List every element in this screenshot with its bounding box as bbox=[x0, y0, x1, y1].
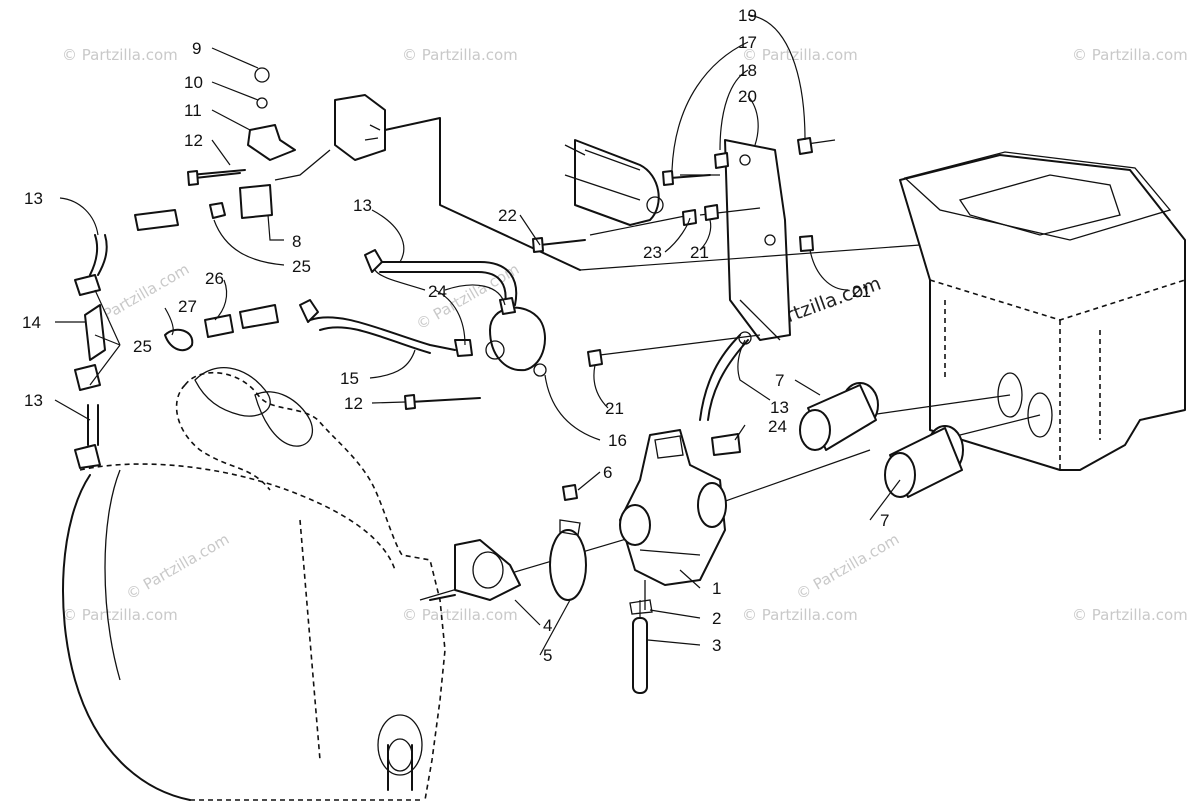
callout-leaders bbox=[54, 14, 901, 656]
watermark: © Partzilla.com bbox=[62, 606, 178, 624]
callout-labels: 1 2 3 4 5 6 7 7 8 9 10 11 12 12 13 13 13… bbox=[22, 6, 889, 665]
callout-27: 27 bbox=[178, 297, 197, 316]
throttle-housing-drawing bbox=[334, 94, 664, 271]
callout-5: 5 bbox=[543, 646, 552, 665]
callout-11: 11 bbox=[184, 101, 202, 120]
callout-18: 18 bbox=[738, 61, 757, 80]
callout-2: 2 bbox=[712, 609, 721, 628]
callout-12-upper: 12 bbox=[184, 131, 203, 150]
bracket-drawing bbox=[724, 139, 791, 341]
watermark: © Partzilla.com bbox=[793, 530, 902, 603]
fuel-pump-drawing bbox=[299, 249, 547, 377]
callout-13-center: 13 bbox=[353, 196, 372, 215]
callout-16: 16 bbox=[608, 431, 627, 450]
vent-hose-drawing bbox=[699, 331, 752, 456]
callout-26: 26 bbox=[205, 269, 224, 288]
drain-tube-drawing bbox=[629, 599, 653, 694]
intake-boots-drawing bbox=[799, 382, 964, 498]
air-box-drawing bbox=[899, 151, 1186, 471]
callout-21-right: 21 bbox=[852, 282, 871, 301]
callout-23: 23 bbox=[643, 243, 662, 262]
callout-25-lower: 25 bbox=[133, 337, 152, 356]
watermark: © Partzilla.com bbox=[1072, 46, 1188, 64]
callout-13-left-lower: 13 bbox=[24, 391, 43, 410]
callout-24-center: 24 bbox=[428, 282, 447, 301]
callout-12-lower: 12 bbox=[344, 394, 363, 413]
carburetor-drawing bbox=[619, 429, 727, 610]
watermark: © Partzilla.com bbox=[62, 46, 178, 64]
callout-8: 8 bbox=[292, 232, 301, 251]
engine-drawing bbox=[62, 367, 446, 801]
callout-13-left-upper: 13 bbox=[24, 189, 43, 208]
callout-4: 4 bbox=[543, 616, 552, 635]
callout-20: 20 bbox=[738, 87, 757, 106]
fuel-filter-drawing bbox=[74, 67, 331, 469]
callout-17: 17 bbox=[738, 33, 757, 52]
callout-3: 3 bbox=[712, 636, 721, 655]
callout-15: 15 bbox=[340, 369, 359, 388]
watermark: © Partzilla.com bbox=[123, 530, 232, 603]
callout-7-upper: 7 bbox=[775, 371, 784, 390]
callout-24-right: 24 bbox=[768, 417, 787, 436]
callout-21-lower: 21 bbox=[605, 399, 624, 418]
callout-9: 9 bbox=[192, 39, 201, 58]
watermark: © Partzilla.com bbox=[742, 46, 858, 64]
callout-21-center: 21 bbox=[690, 243, 709, 262]
callout-14: 14 bbox=[22, 313, 41, 332]
watermark: © Partzilla.com bbox=[402, 46, 518, 64]
callout-19: 19 bbox=[738, 6, 757, 25]
callout-22: 22 bbox=[498, 206, 517, 225]
callout-10: 10 bbox=[184, 73, 203, 92]
watermark: © Partzilla.com bbox=[402, 606, 518, 624]
callout-13-right: 13 bbox=[770, 398, 789, 417]
watermark: © Partzilla.com bbox=[1072, 606, 1188, 624]
assembly-lines bbox=[419, 139, 1041, 680]
watermark: © Partzilla.com bbox=[742, 606, 858, 624]
callout-25-upper: 25 bbox=[292, 257, 311, 276]
callout-7-lower: 7 bbox=[880, 511, 889, 530]
callout-6: 6 bbox=[603, 463, 612, 482]
manifold-drawing bbox=[454, 486, 587, 601]
callout-1: 1 bbox=[712, 579, 721, 598]
bolts-drawing bbox=[187, 137, 814, 601]
